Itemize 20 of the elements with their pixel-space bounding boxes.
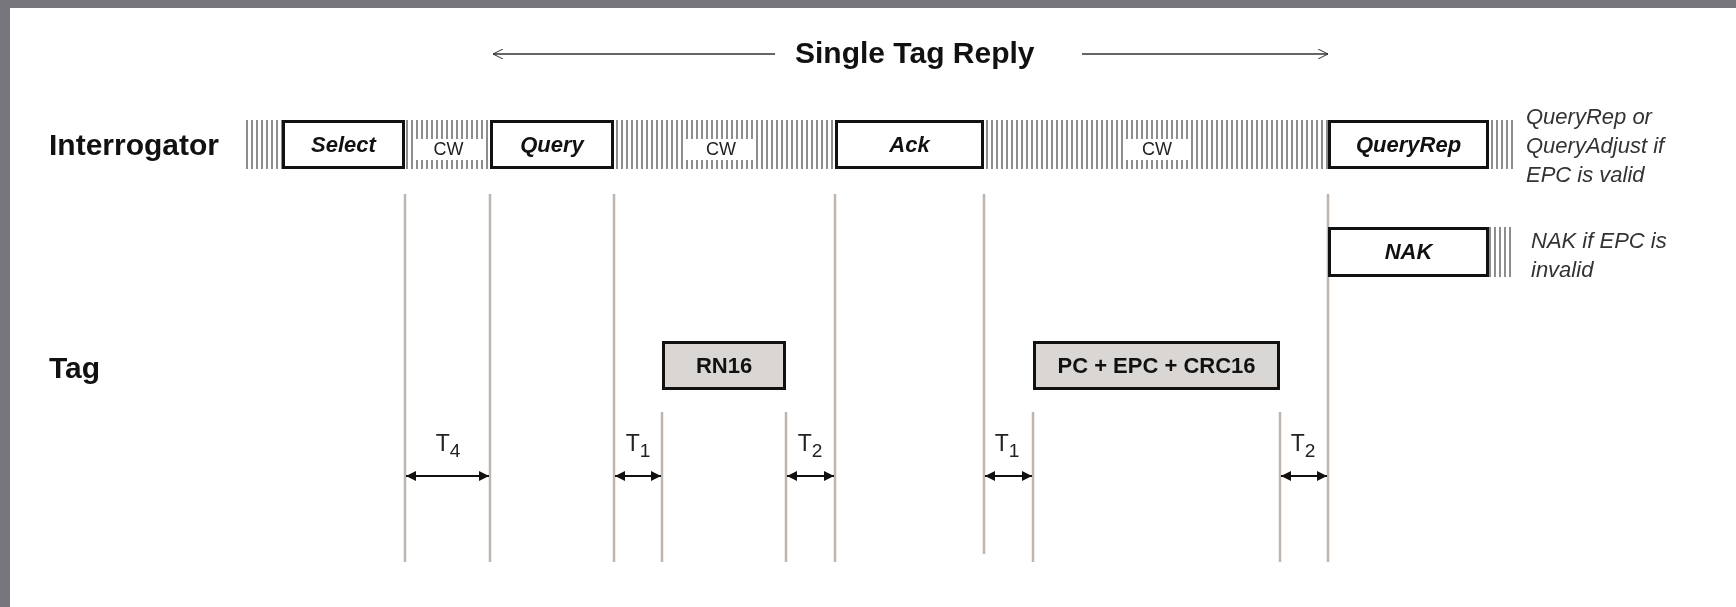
command-box: Select (282, 120, 405, 169)
tag-reply-box: PC + EPC + CRC16 (1033, 341, 1280, 390)
command-box: QueryRep (1328, 120, 1489, 169)
command-box: Ack (835, 120, 984, 169)
timing-label: T$_{2}$ (1290, 430, 1316, 462)
note: NAK if EPC is invalid (1531, 227, 1668, 284)
timing-label: T$_{1}$ (625, 430, 651, 462)
timing-label: T$_{4}$ (435, 430, 461, 462)
command-box: Query (490, 120, 614, 169)
tag-reply-box: RN16 (662, 341, 786, 390)
timing-label: T$_{1}$ (994, 430, 1020, 462)
timing-label: T$_{2}$ (797, 430, 823, 462)
command-box: NAK (1328, 227, 1489, 277)
carrier-wave-label: CW (1124, 139, 1190, 160)
note: QueryRep or QueryAdjust if EPC is valid (1526, 103, 1667, 189)
title: Single Tag Reply (795, 36, 1035, 70)
carrier-wave-label: CW (686, 139, 756, 160)
row-label: Tag (49, 351, 101, 385)
row-label: Interrogator (49, 128, 219, 162)
carrier-wave-label: CW (413, 139, 484, 160)
